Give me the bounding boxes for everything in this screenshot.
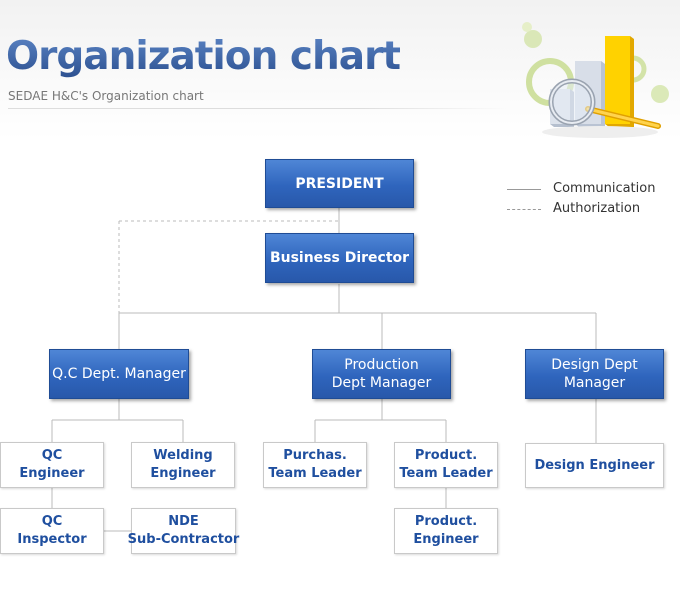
nde-subcontractor-box[interactable]: NDE Sub-Contractor <box>128 508 239 554</box>
purchas-team-leader-box[interactable]: Purchas. Team Leader <box>263 442 367 488</box>
welding-engineer-box[interactable]: Welding Engineer <box>131 442 235 488</box>
purchas-team-leader-label-line2: Team Leader <box>268 466 362 481</box>
product-engineer-label-line2: Engineer <box>413 532 479 547</box>
qc-manager-label: Q.C Dept. Manager <box>52 366 186 382</box>
production-manager-box[interactable]: Production Dept Manager <box>312 349 451 399</box>
qc-inspector-label-line2: Inspector <box>17 532 87 547</box>
president-label: PRESIDENT <box>295 175 384 192</box>
design-engineer-box[interactable]: Design Engineer <box>525 443 664 488</box>
business-director-box[interactable]: Business Director <box>265 233 414 283</box>
legend-authorization-label: Authorization <box>553 201 641 216</box>
nde-subcontractor-label-line2: Sub-Contractor <box>127 532 240 547</box>
qc-engineer-label-line1: QC <box>41 448 63 463</box>
welding-engineer-label-line1: Welding <box>153 448 213 463</box>
product-team-leader-box[interactable]: Product. Team Leader <box>394 442 498 488</box>
legend-dashed-line <box>507 209 541 210</box>
design-engineer-label: Design Engineer <box>534 457 655 473</box>
product-engineer-box[interactable]: Product. Engineer <box>394 508 498 554</box>
nde-subcontractor-label-line1: NDE <box>168 514 199 529</box>
header-divider <box>8 108 508 109</box>
qc-engineer-box[interactable]: QC Engineer <box>0 442 104 488</box>
welding-engineer-label-line2: Engineer <box>150 466 216 481</box>
production-manager-label-line2: Dept Manager <box>331 375 432 391</box>
product-team-leader-label-line2: Team Leader <box>399 466 493 481</box>
magnifier-bar-chart-icon <box>522 22 669 138</box>
legend-solid-line <box>507 189 541 190</box>
page-subtitle: SEDAE H&C's Organization chart <box>8 89 204 103</box>
qc-inspector-label-line1: QC <box>41 514 63 529</box>
product-team-leader-label-line1: Product. <box>414 448 478 463</box>
qc-manager-box[interactable]: Q.C Dept. Manager <box>49 349 189 399</box>
design-manager-label-line1: Design Dept <box>551 357 638 373</box>
president-box[interactable]: PRESIDENT <box>265 159 414 208</box>
production-manager-label-line1: Production <box>344 357 419 373</box>
business-director-label: Business Director <box>269 250 410 266</box>
design-manager-label-line2: Manager <box>563 375 626 391</box>
product-engineer-label-line1: Product. <box>414 514 478 529</box>
page-title: Organization chart <box>6 34 401 79</box>
qc-engineer-label-line2: Engineer <box>19 466 85 481</box>
legend-communication-label: Communication <box>553 181 656 196</box>
qc-inspector-box[interactable]: QC Inspector <box>0 508 104 554</box>
purchas-team-leader-label-line1: Purchas. <box>283 448 347 463</box>
design-manager-box[interactable]: Design Dept Manager <box>525 349 664 399</box>
